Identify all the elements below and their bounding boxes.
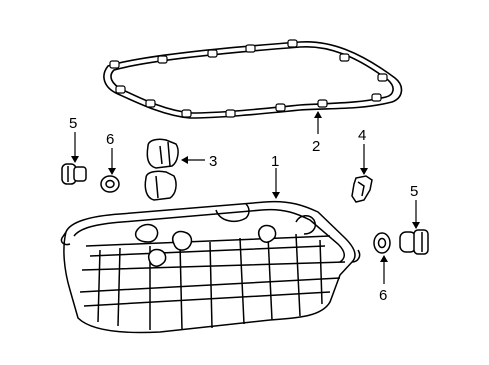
clip-part [351,175,373,203]
gasket-bolt-tabs [109,39,388,118]
callout-5-right: 5 [410,183,418,200]
pan-gasket [103,39,403,119]
washer-right [373,232,391,254]
callout-3: 3 [209,153,217,170]
drain-plug-left [61,163,87,185]
magnet-part [144,138,179,201]
leader-lines [71,111,420,284]
callout-4: 4 [358,127,366,144]
callout-6-right: 6 [379,287,387,304]
callout-6-left: 6 [106,131,114,148]
callout-1: 1 [271,153,279,170]
callout-2: 2 [312,138,320,155]
oil-pan [60,200,361,334]
drain-plug-right [399,229,429,255]
washer-left [100,175,120,193]
callout-5-left: 5 [69,115,77,132]
